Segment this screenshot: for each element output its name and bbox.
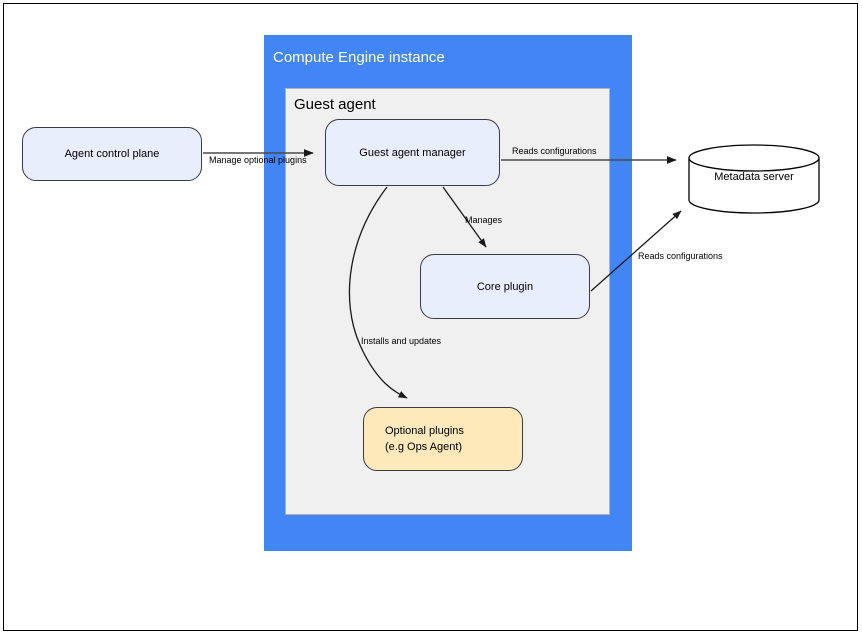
node-optional-plugins[interactable]: Optional plugins (e.g Ops Agent) [363, 407, 523, 471]
page-border [3, 3, 858, 631]
edge-label-reads-configurations-core-plugin: Reads configurations [638, 251, 723, 261]
edge-guest-agent-manager-to-optional-plugins [348, 186, 408, 399]
edge-label-manages: Manages [465, 215, 503, 225]
edge-core-plugin-to-metadata-server [590, 210, 682, 292]
edge-label-installs-and-updates: Installs and updates [361, 336, 442, 346]
node-label-agent-control-plane: Agent control plane [64, 148, 160, 160]
node-core-plugin[interactable]: Core plugin [420, 254, 590, 319]
container-label-compute-engine-instance: Compute Engine instance [273, 49, 445, 66]
node-label-guest-agent-manager: Guest agent manager [359, 146, 466, 159]
node-label-optional-plugins-line2: (e.g Ops Agent) [385, 441, 463, 453]
edge-label-manage-optional-plugins: Manage optional plugins [209, 155, 307, 165]
edge-label-reads-configurations-manager: Reads configurations [512, 146, 597, 156]
node-label-core-plugin: Core plugin [476, 280, 534, 293]
node-guest-agent-manager[interactable]: Guest agent manager [325, 119, 500, 186]
metadata-server-cylinder [688, 144, 820, 214]
edge-guest-agent-manager-to-core-plugin [442, 186, 487, 248]
node-label-metadata-server: Metadata server [714, 171, 794, 183]
container-label-guest-agent: Guest agent [294, 96, 376, 113]
node-label-optional-plugins-line1: Optional plugins [385, 425, 464, 437]
node-agent-control-plane[interactable]: Agent control plane [22, 127, 202, 181]
